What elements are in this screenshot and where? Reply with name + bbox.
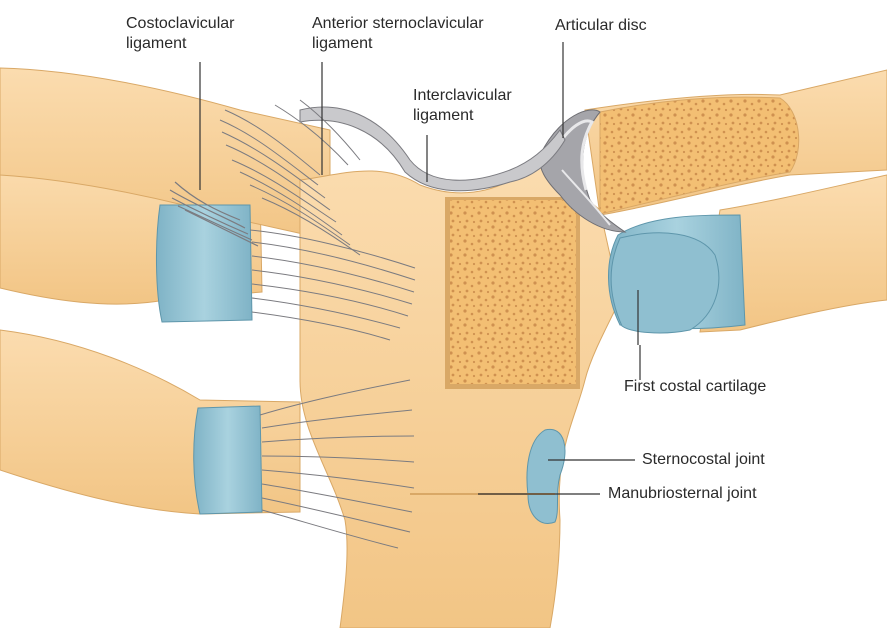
label-manubriosternal-joint: Manubriosternal joint xyxy=(608,484,757,504)
label-anterior-sternoclavicular-ligament: Anterior sternoclavicular ligament xyxy=(312,14,484,54)
label-first-costal-cartilage: First costal cartilage xyxy=(624,377,766,397)
manubrium-cut-section xyxy=(445,197,580,389)
label-anterior-sternoclavicular-line1: Anterior sternoclavicular xyxy=(312,14,484,34)
label-interclavicular-ligament: Interclavicular ligament xyxy=(413,86,512,126)
label-costoclavicular-line1: Costoclavicular xyxy=(126,14,234,34)
label-anterior-sternoclavicular-line2: ligament xyxy=(312,34,484,54)
label-sternocostal-joint: Sternocostal joint xyxy=(642,450,765,470)
left-costal-cartilage-2 xyxy=(194,406,262,514)
label-interclavicular-line1: Interclavicular xyxy=(413,86,512,106)
first-costal-cartilage xyxy=(608,215,745,333)
label-articular-disc: Articular disc xyxy=(555,16,647,36)
left-costal-cartilage-1 xyxy=(156,205,252,322)
label-costoclavicular-ligament: Costoclavicular ligament xyxy=(126,14,234,54)
label-costoclavicular-line2: ligament xyxy=(126,34,234,54)
label-interclavicular-line2: ligament xyxy=(413,106,512,126)
